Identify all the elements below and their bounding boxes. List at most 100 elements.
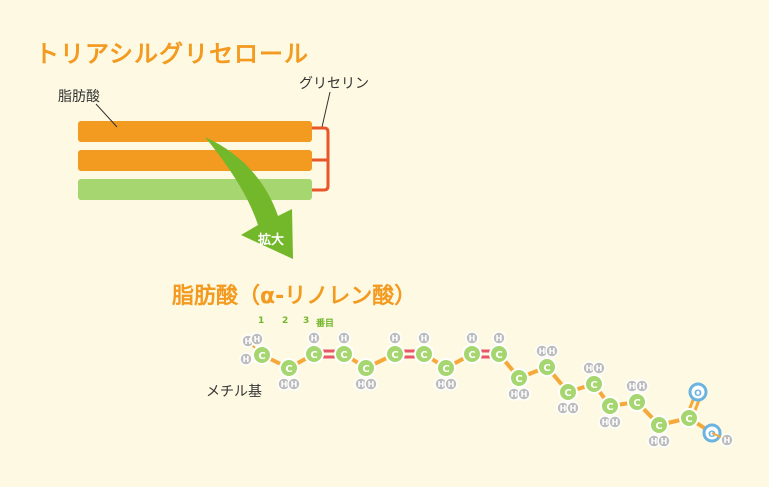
hydrogen-symbol: H [469, 334, 476, 343]
hydrogen-symbol: H [368, 380, 375, 389]
carbon-symbol: C [340, 350, 347, 361]
carbon-atom [436, 358, 456, 378]
hydrogen-atom [657, 434, 671, 448]
carbon-atom [334, 344, 354, 364]
hydrogen-symbol: H [586, 364, 593, 373]
hydrogen-symbol: H [661, 437, 668, 446]
methyl-group-label: メチル基 [206, 384, 262, 400]
hydrogen-symbol: H [549, 347, 556, 356]
carbon-symbol: C [590, 380, 597, 391]
hydrogen-symbol: H [421, 334, 428, 343]
molecule-title: 脂肪酸（α-リノレン酸） [172, 284, 417, 309]
hydrogen-symbol: H [511, 390, 518, 399]
hydrogen-atom [444, 377, 458, 391]
carbon-number-suffix: 番目 [316, 319, 335, 329]
hydrogen-symbol: H [639, 382, 646, 391]
carbon-atom [356, 358, 376, 378]
hydrogen-atom [250, 332, 264, 346]
hydrogen-symbol: H [602, 418, 609, 427]
carbon-atom [584, 374, 604, 394]
hydrogen-symbol: H [521, 390, 528, 399]
carbon-number-3: 3 [303, 316, 310, 326]
carbon-symbol: C [655, 421, 662, 432]
hydrogen-atom [517, 387, 531, 401]
carbon-atom [649, 415, 669, 435]
carbon-atom [489, 344, 509, 364]
carbon-symbol: C [633, 398, 640, 409]
oxygen-atom [688, 382, 708, 402]
hydrogen-atom [635, 379, 649, 393]
carbon-symbol: C [515, 374, 522, 385]
fatty-acid-bar-1 [78, 121, 312, 142]
fatty-acid-bar-2 [78, 150, 312, 171]
carbon-symbol: C [495, 350, 502, 361]
oxygen-symbol: O [708, 430, 716, 440]
carbon-atom [304, 344, 324, 364]
carbon-symbol: C [606, 402, 613, 413]
carbon-symbol: C [362, 364, 369, 375]
carbon-atom [414, 344, 434, 364]
carbon-symbol: C [391, 350, 398, 361]
hydrogen-symbol: H [281, 380, 288, 389]
carbon-atom [558, 382, 578, 402]
hydrogen-atom [287, 377, 301, 391]
carbon-atom [462, 344, 482, 364]
hydrogen-symbol: H [496, 334, 503, 343]
hydrogen-symbol: H [539, 347, 546, 356]
hydrogen-symbol: H [392, 334, 399, 343]
hydrogen-symbol: H [629, 382, 636, 391]
hydrogen-symbol: H [560, 404, 567, 413]
carbon-symbol: C [468, 350, 475, 361]
carbon-symbol: C [543, 363, 550, 374]
carbon-atom [600, 396, 620, 416]
hydrogen-atom [364, 377, 378, 391]
glycerol-label: グリセリン [299, 76, 369, 92]
hydrogen-atom [592, 361, 606, 375]
carbon-symbol: C [442, 364, 449, 375]
hydrogen-atom [566, 401, 580, 415]
hydrogen-symbol: H [596, 364, 603, 373]
hydrogen-symbol: H [570, 404, 577, 413]
hydrogen-symbol: H [612, 418, 619, 427]
carbon-number-1: 1 [258, 316, 265, 326]
oxygen-symbol: O [694, 389, 702, 399]
carbon-atom [509, 368, 529, 388]
carbon-atom [252, 345, 272, 365]
hydrogen-atom [720, 433, 734, 447]
carbon-symbol: C [258, 351, 265, 362]
carbon-symbol: C [420, 350, 427, 361]
carbon-atom [537, 357, 557, 377]
expand-arrow [205, 137, 293, 259]
glycerol-leader-line [321, 91, 331, 128]
hydrogen-symbol: H [358, 380, 365, 389]
carbon-symbol: C [285, 364, 292, 375]
hydrogen-symbol: H [291, 380, 298, 389]
carbon-atom [679, 408, 699, 428]
hydrogen-symbol: H [245, 337, 252, 346]
hydrogen-symbol: H [651, 437, 658, 446]
hydrogen-atom [608, 415, 622, 429]
carbon-atom [279, 358, 299, 378]
hydrogen-symbol: H [341, 334, 348, 343]
hydrogen-symbol: H [254, 335, 261, 344]
fatty-acid-label: 脂肪酸 [58, 89, 100, 105]
page-title: トリアシルグリセロール [35, 40, 310, 68]
carbon-symbol: C [685, 414, 692, 425]
carbon-atom [627, 392, 647, 412]
fatty-acid-leader-line [95, 103, 118, 128]
expand-label: 拡大 [258, 232, 284, 248]
carbon-symbol: C [310, 350, 317, 361]
hydrogen-atom [545, 344, 559, 358]
glycerol-bracket [312, 126, 330, 192]
hydrogen-symbol: H [724, 436, 731, 445]
hydrogen-atom [239, 352, 253, 366]
carbon-atom [385, 344, 405, 364]
carbon-symbol: C [564, 388, 571, 399]
hydrogen-symbol: H [311, 334, 318, 343]
hydrogen-symbol: H [243, 355, 250, 364]
carbon-number-2: 2 [282, 316, 289, 326]
hydrogen-symbol: H [438, 380, 445, 389]
hydrogen-symbol: H [448, 380, 455, 389]
